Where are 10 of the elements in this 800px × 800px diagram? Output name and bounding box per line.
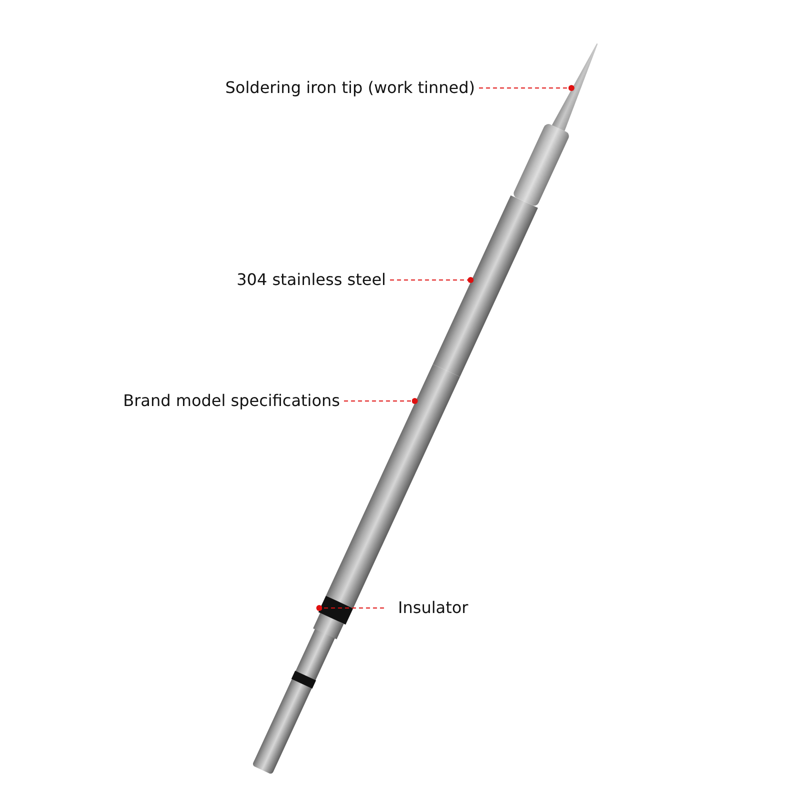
callout-label: Soldering iron tip (work tinned): [225, 78, 475, 98]
insulator-band: [318, 596, 354, 625]
tip-point: [552, 43, 598, 131]
leader-line: [316, 605, 384, 611]
leader-line: [344, 398, 418, 404]
leader-line: [390, 277, 474, 283]
callout-label: 304 stainless steel: [236, 270, 386, 290]
leader-line: [478, 85, 574, 91]
callout-label: Brand model specifications: [123, 391, 340, 411]
callout-label: Insulator: [398, 598, 468, 618]
